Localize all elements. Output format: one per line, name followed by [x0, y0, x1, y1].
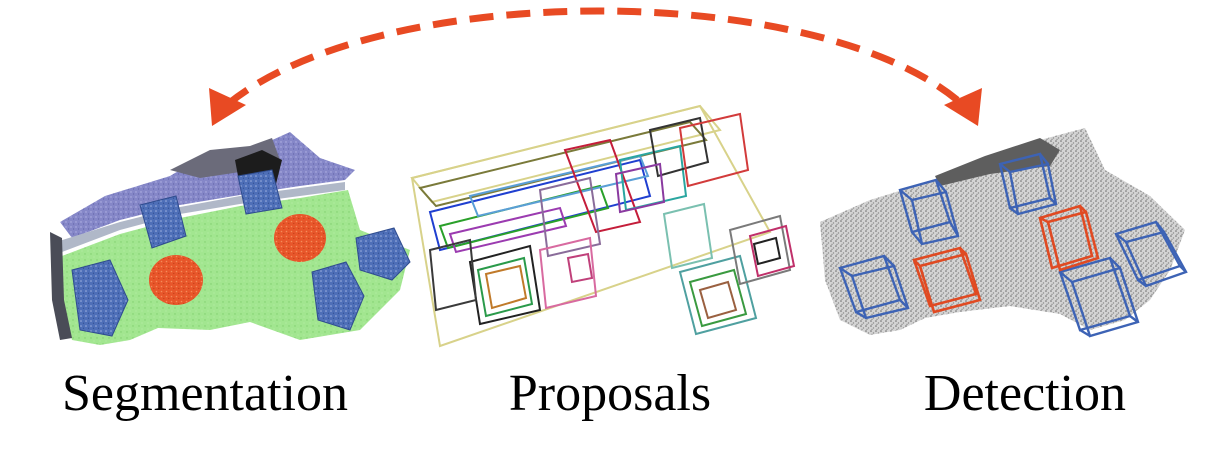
chair-segment [139, 195, 187, 249]
proposal-box [410, 104, 772, 348]
proposal-box [678, 254, 758, 336]
double-headed-arrow-icon [209, 7, 982, 126]
proposal-box [648, 116, 710, 178]
proposal-box [614, 162, 666, 214]
proposal-box [538, 176, 602, 258]
chair-segment [355, 227, 411, 281]
segmentation-label: Segmentation [62, 365, 348, 422]
chair-segment [71, 259, 129, 337]
proposal-box [484, 264, 528, 310]
arrowhead-right [944, 88, 982, 126]
proposal-box [428, 158, 652, 252]
proposal-box [698, 280, 738, 320]
left-wall-segment [50, 232, 72, 340]
proposal-box [563, 138, 642, 234]
proposal-box [468, 154, 650, 218]
proposals-scene [410, 104, 796, 348]
proposal-box [752, 236, 782, 266]
point-cloud-wall [935, 138, 1060, 186]
proposal-box [418, 120, 708, 208]
proposal-box [678, 112, 750, 188]
proposal-box [468, 244, 542, 326]
proposal-box [538, 236, 598, 310]
segmentation-scene [50, 132, 411, 345]
proposal-box [566, 252, 594, 284]
table-detection-box [912, 246, 982, 314]
table-detection-box [1038, 204, 1100, 272]
point-cloud [820, 128, 1185, 335]
proposal-box [476, 256, 534, 318]
table-segment [274, 214, 326, 262]
chair-detection-box [898, 178, 960, 246]
proposal-box [448, 206, 568, 254]
chair-detection-box [838, 254, 910, 320]
detection-scene [820, 128, 1188, 338]
arrow-arc [225, 7, 965, 107]
proposal-box [428, 238, 478, 312]
chair-detection-box [998, 152, 1058, 216]
proposal-box [688, 268, 748, 328]
wall-segment [60, 132, 355, 238]
proposal-box [728, 214, 792, 286]
chair-segment [237, 169, 283, 215]
table-segment [149, 255, 203, 305]
proposal-box [618, 144, 688, 212]
detection-label: Detection [923, 365, 1127, 422]
chair-segment [311, 261, 365, 331]
proposal-box [662, 202, 714, 270]
proposals-label: Proposals [508, 365, 712, 422]
chair-detection-box [1058, 256, 1140, 338]
proposal-box [748, 224, 796, 278]
arrowhead-left [209, 88, 246, 126]
chair-detection-box [1114, 220, 1188, 288]
